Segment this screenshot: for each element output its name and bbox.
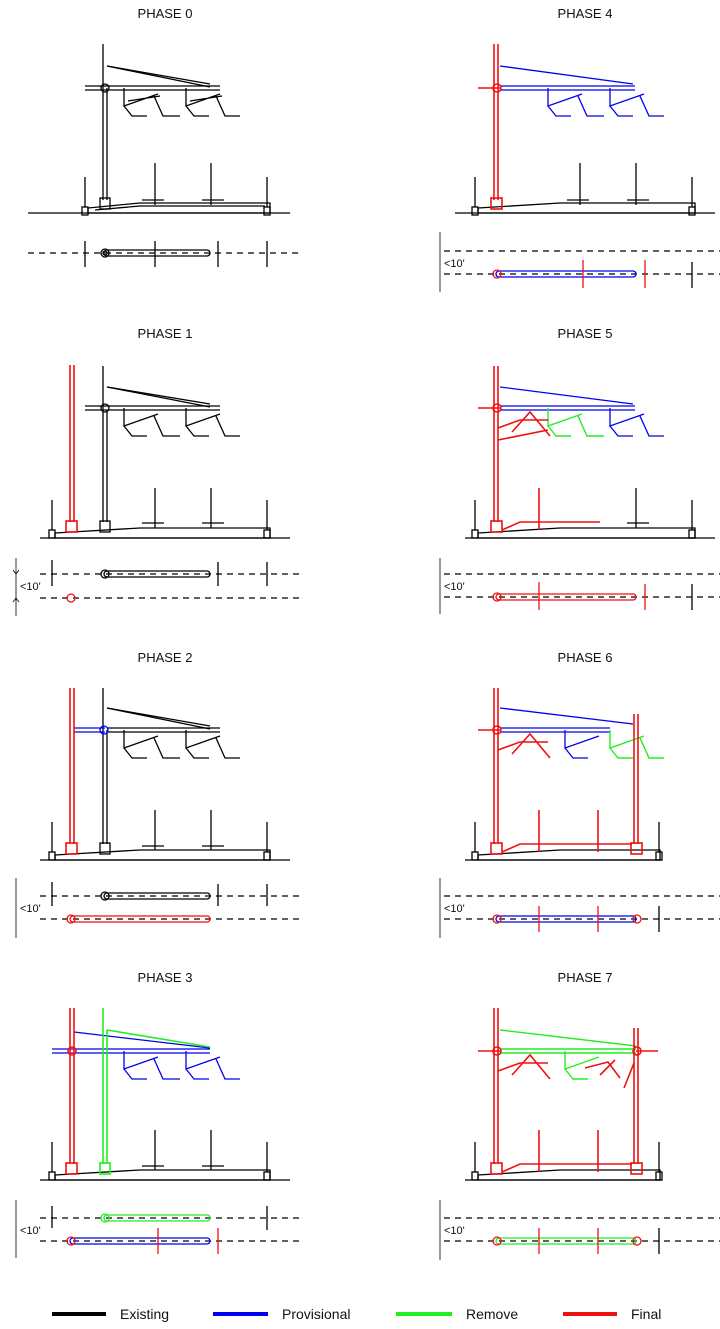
final-pole	[65, 1008, 78, 1175]
phase-2-panel: PHASE 2	[15, 650, 300, 938]
phase-1-panel: PHASE 1	[12, 326, 300, 616]
final-pole	[478, 366, 600, 533]
remove-pole	[99, 1008, 211, 1175]
provisional-cantilever	[499, 386, 664, 437]
phase-title: PHASE 2	[138, 650, 193, 665]
phase-5-panel: PHASE 5	[439, 326, 720, 614]
plan-view	[15, 878, 300, 938]
final-structure	[478, 1008, 658, 1175]
phase-title: PHASE 3	[138, 970, 193, 985]
legend: Existing Provisional Remove Final	[52, 1306, 661, 1322]
phase-title: PHASE 7	[558, 970, 613, 985]
phase-7-panel: PHASE 7	[439, 970, 720, 1260]
elevation-view	[465, 822, 663, 861]
elevation-view	[28, 44, 290, 216]
elevation-view	[465, 1142, 663, 1181]
legend-label: Existing	[120, 1306, 169, 1322]
clearance-label: <10'	[20, 903, 41, 915]
remove-cantilever	[499, 1029, 637, 1080]
legend-label: Provisional	[282, 1306, 350, 1322]
final-pole	[478, 44, 503, 210]
phase-4-panel: PHASE 4	[439, 6, 720, 292]
plan-view	[15, 1200, 300, 1258]
elevation-view	[40, 366, 290, 539]
provisional-cantilever	[52, 1031, 240, 1080]
phase-0-panel: PHASE 0	[28, 6, 300, 267]
clearance-label: <10'	[444, 903, 465, 915]
plan-view	[439, 878, 720, 938]
plan-view	[439, 232, 720, 292]
legend-label: Remove	[466, 1306, 518, 1322]
plan-view	[439, 558, 720, 614]
phase-title: PHASE 4	[558, 6, 613, 21]
remove-register	[547, 408, 604, 437]
final-pole	[65, 365, 78, 533]
phase-title: PHASE 1	[138, 326, 193, 341]
provisional-cantilever	[499, 707, 634, 759]
phase-title: PHASE 5	[558, 326, 613, 341]
clearance-label: <10'	[20, 1225, 41, 1237]
legend-item-final: Final	[563, 1306, 661, 1322]
phase-title: PHASE 0	[138, 6, 193, 21]
legend-item-existing: Existing	[52, 1306, 169, 1322]
legend-item-remove: Remove	[396, 1306, 518, 1322]
clearance-label: <10'	[444, 581, 465, 593]
phase-3-panel: PHASE 3	[15, 970, 300, 1258]
provisional-cantilever	[499, 65, 664, 117]
remove-register	[609, 730, 664, 759]
elevation-view	[455, 163, 715, 216]
final-poles	[478, 688, 643, 855]
clearance-label: <10'	[444, 1225, 465, 1237]
clearance-label: <10'	[20, 581, 41, 593]
final-pole	[65, 688, 78, 855]
elevation-view	[40, 688, 290, 861]
phase-title: PHASE 6	[558, 650, 613, 665]
phase-6-panel: PHASE 6	[439, 650, 720, 938]
plan-view	[439, 1200, 720, 1260]
legend-label: Final	[631, 1306, 661, 1322]
elevation-view	[465, 488, 715, 539]
plan-view	[12, 558, 300, 616]
legend-item-provisional: Provisional	[213, 1306, 350, 1322]
provisional-arm	[74, 725, 109, 735]
clearance-label: <10'	[444, 258, 465, 270]
plan-view	[28, 241, 300, 267]
elevation-view	[40, 1130, 290, 1181]
